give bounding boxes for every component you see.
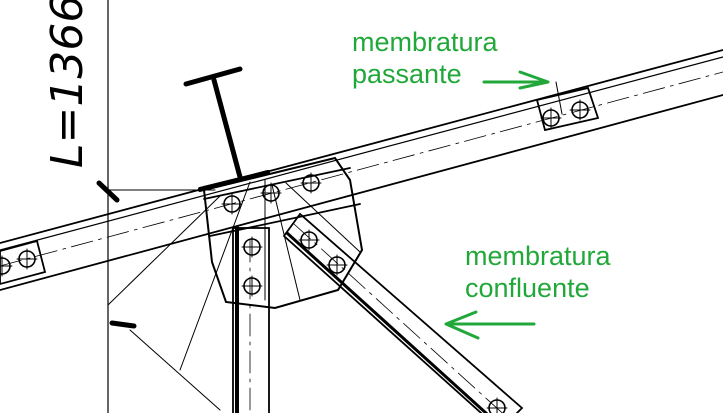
annotation-confluent-member-line1: membratura	[465, 241, 611, 271]
dimension-label: L=1366m	[42, 0, 93, 168]
right-splice-plate	[535, 86, 600, 132]
annotation-confluent-member-line2: confluente	[465, 273, 590, 303]
gusset-bolts	[221, 172, 322, 215]
diagonal-member	[282, 212, 524, 413]
annotation-through-member-line1: membratura	[352, 27, 498, 57]
annotation-confluent-member: membratura confluente	[465, 240, 611, 304]
construction-lines	[107, 81, 563, 411]
t-section-strut	[183, 66, 243, 180]
annotation-through-member: membratura passante	[352, 26, 498, 90]
dimension-tick-bottom	[109, 320, 137, 329]
vertical-member	[232, 226, 270, 413]
dimension-tick-top	[96, 180, 120, 203]
arrow-to-through-member	[482, 70, 550, 90]
arrow-to-diagonal-member	[444, 310, 536, 340]
left-splice-plate	[0, 239, 47, 285]
annotation-through-member-line2: passante	[352, 59, 462, 89]
annotation-arrows	[444, 70, 550, 340]
gusset-plate	[202, 156, 364, 310]
